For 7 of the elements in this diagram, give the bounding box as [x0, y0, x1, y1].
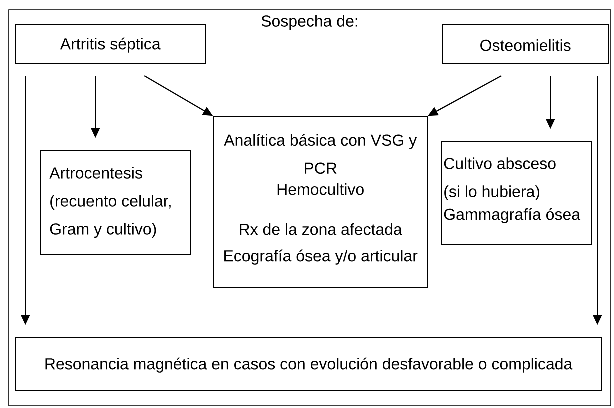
heading: Sospecha de:	[262, 15, 358, 30]
test-box: Artrocentesis (recuento celular, Gram y cultivo)	[40, 150, 191, 255]
diagnosis-box: Osteomielitis	[442, 24, 609, 64]
imaging-box: Resonancia magnética en casos con evolución desfavorable o complicada	[15, 337, 602, 391]
test-box: Analítica básica con VSG y PCR Hemocultivo Rx de la zona afectada Ecografía ósea y/o articular	[213, 116, 428, 288]
test-box: Cultivo absceso (si lo hubiera) Gammagrafía ósea	[441, 141, 592, 245]
diagnosis-box: Artritis séptica	[15, 24, 206, 64]
